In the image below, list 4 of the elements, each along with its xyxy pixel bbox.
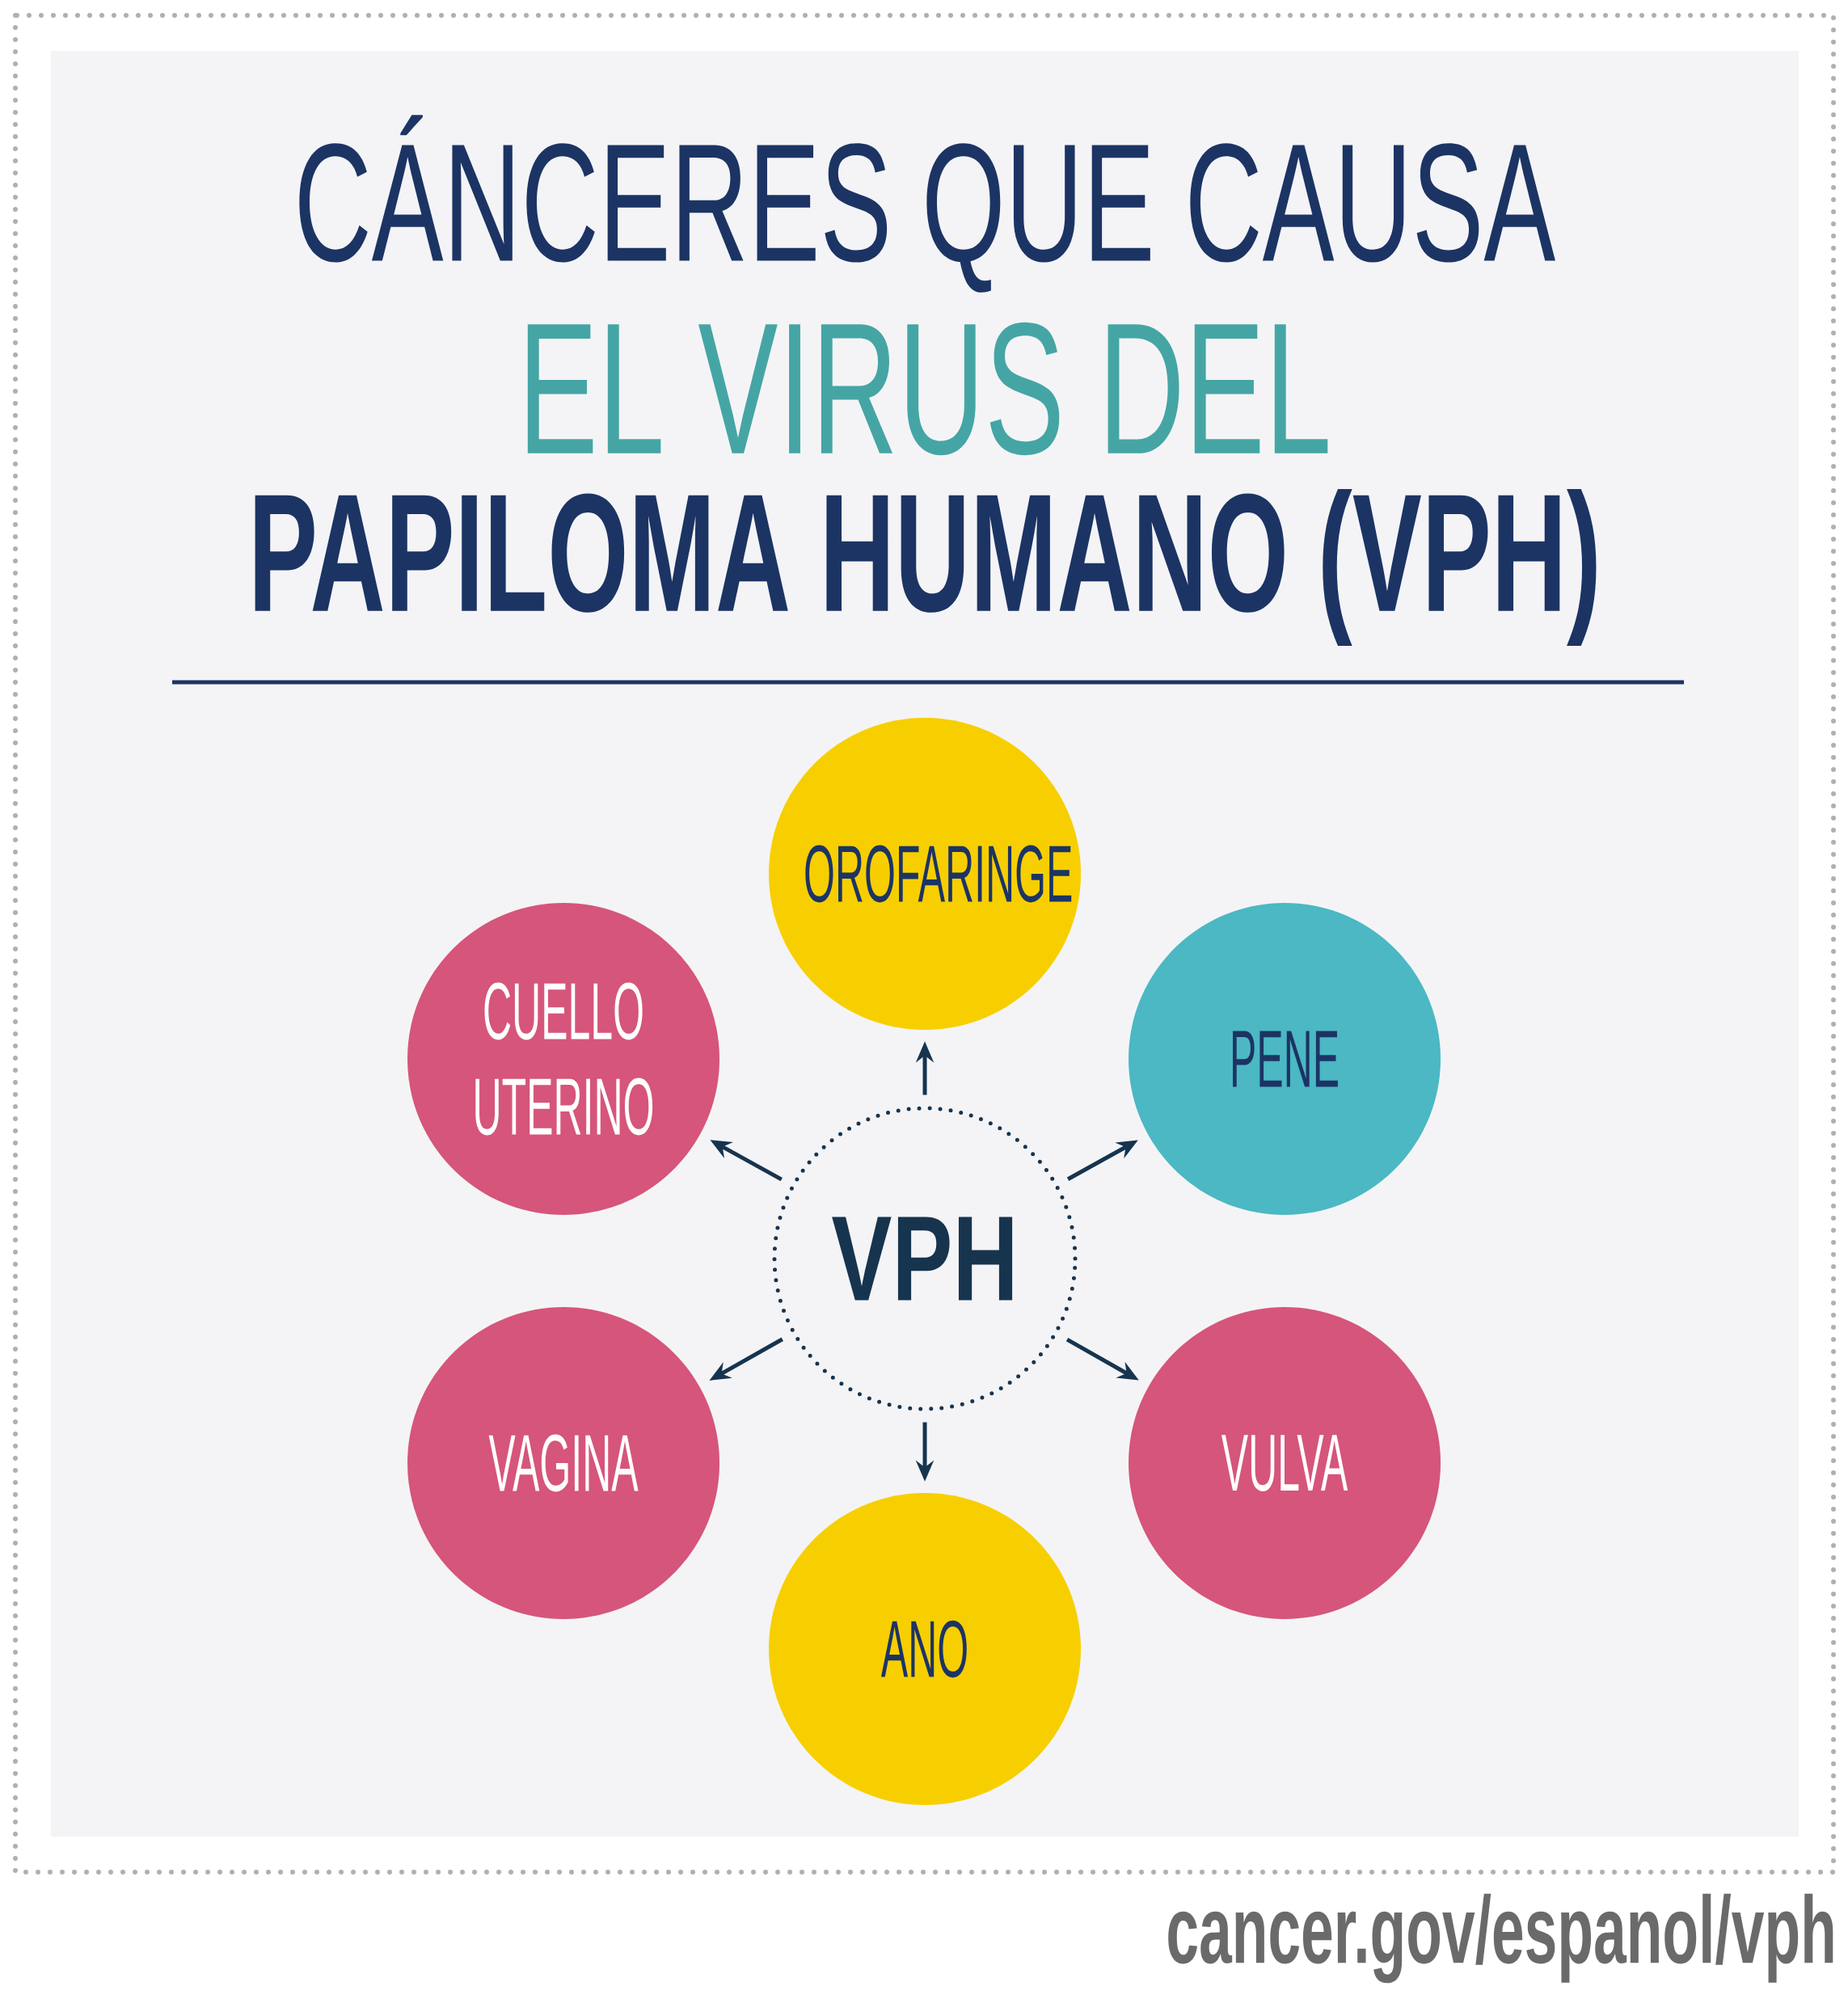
title-text: EL VIRUS DEL — [527, 322, 1328, 456]
source-url: cancer.gov/espanol/vph — [1168, 1893, 1833, 1984]
title-text: CÁNCERES QUE CAUSA — [299, 115, 1555, 293]
title-text: PAPILOMA HUMANO (VPH) — [255, 489, 1597, 646]
